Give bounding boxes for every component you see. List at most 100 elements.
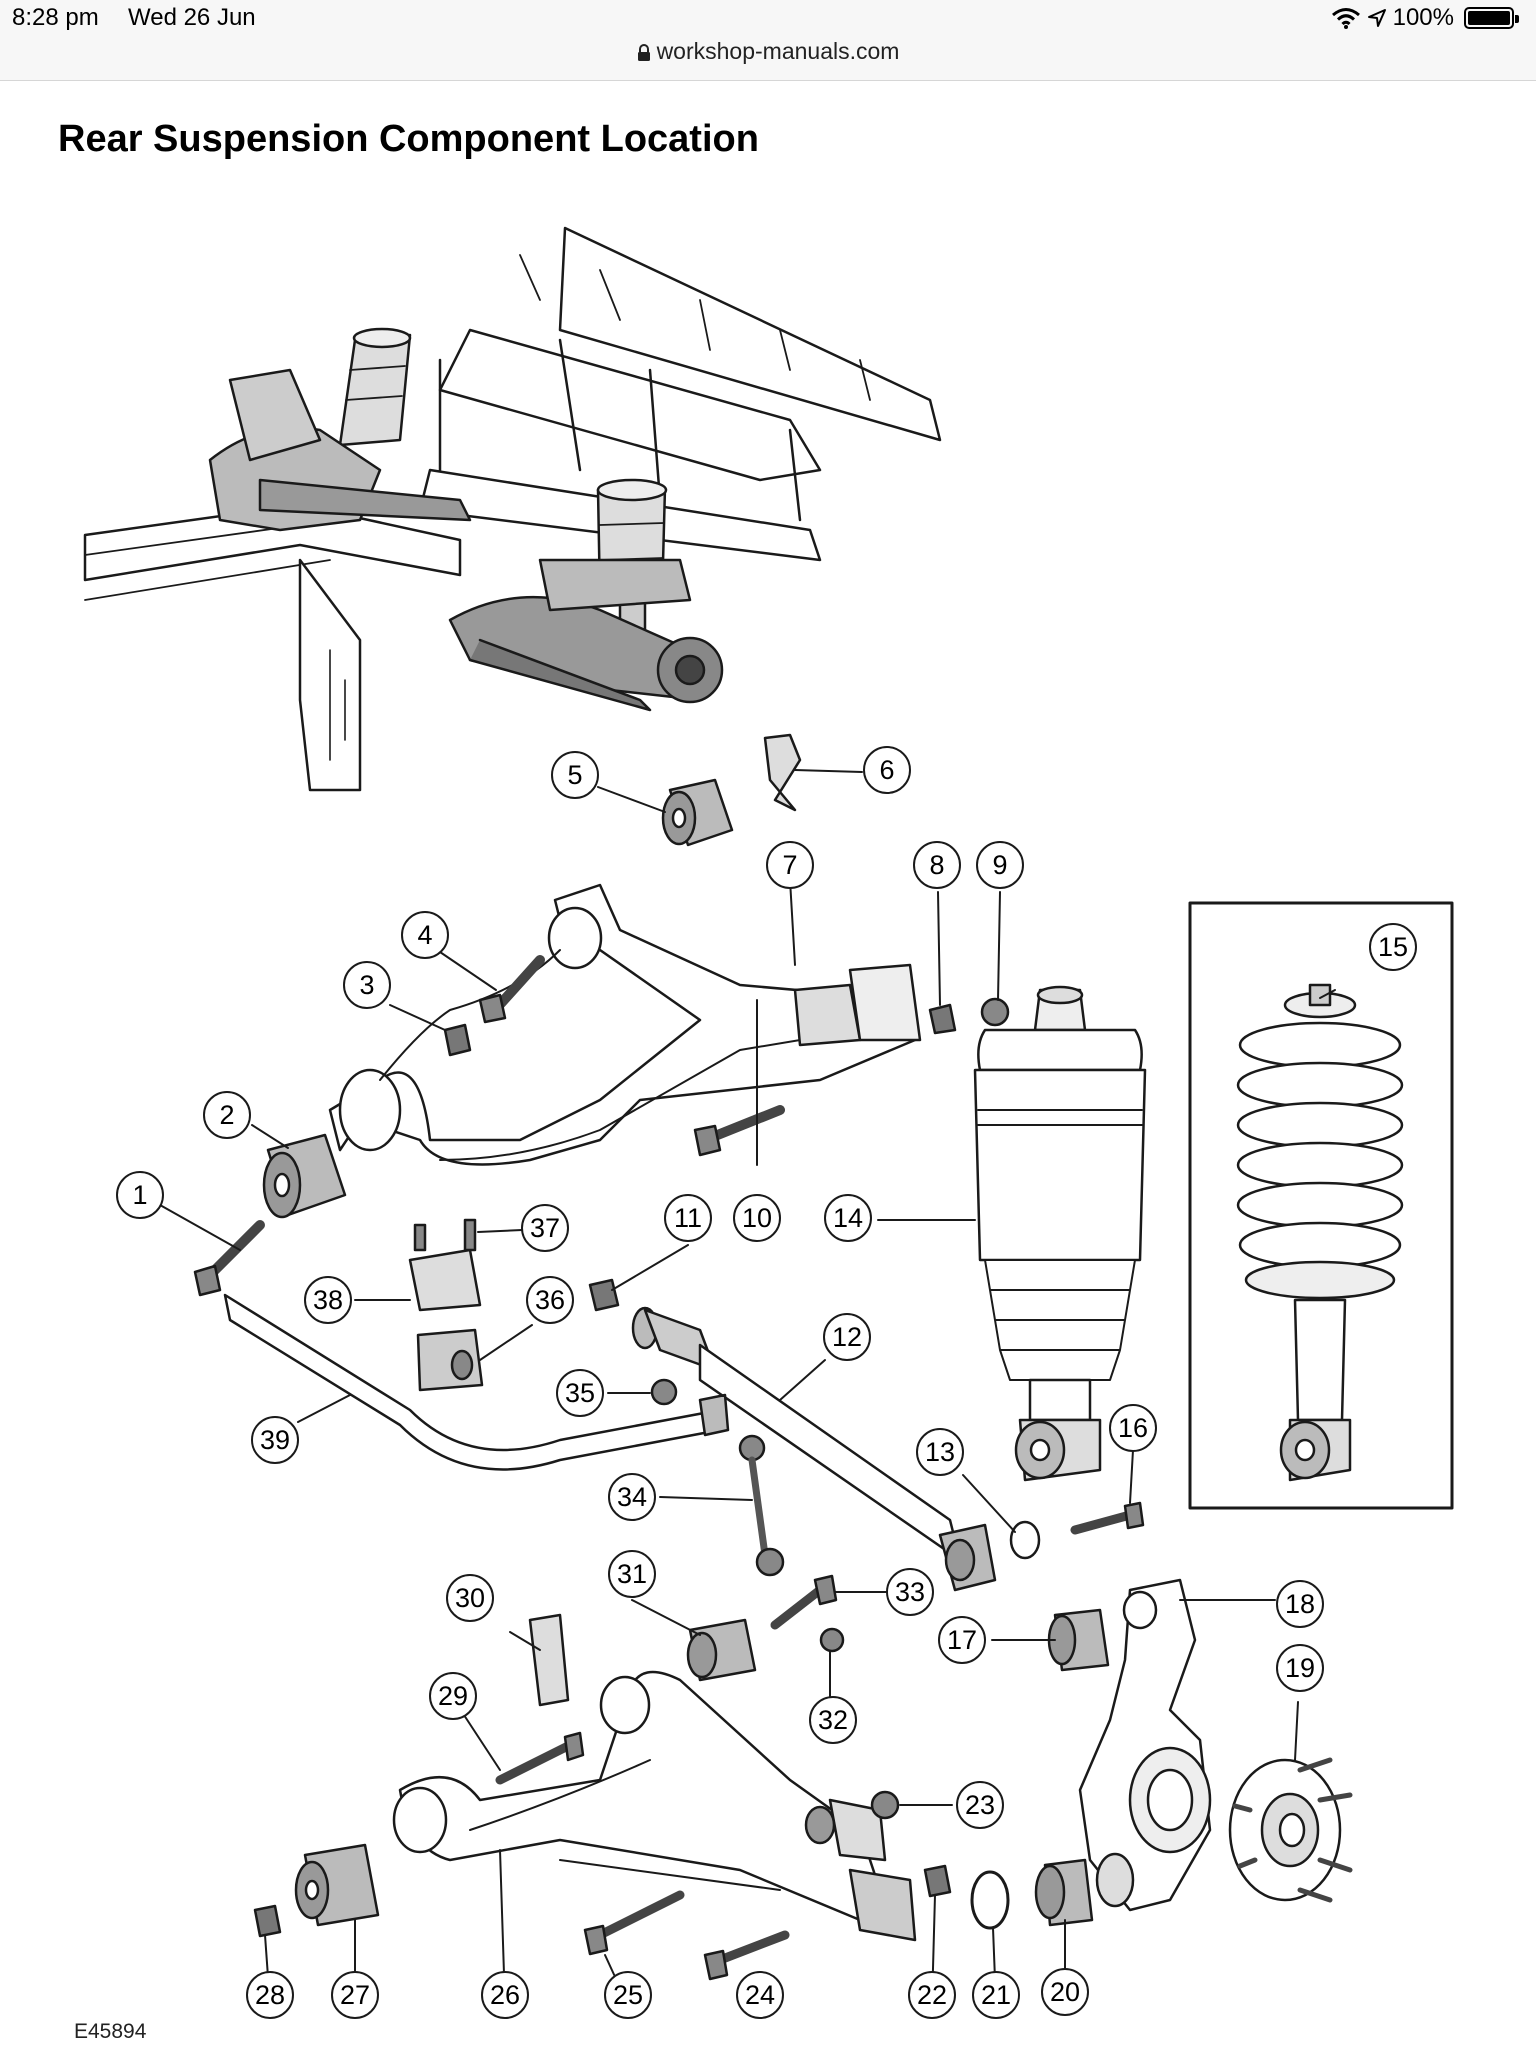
callout-number: 22 [917, 1980, 947, 2010]
callout-number: 25 [613, 1980, 643, 2010]
callout-circle [956, 1781, 1004, 1829]
callout-39: 39 [251, 1416, 299, 1464]
callout-26: 26 [481, 1971, 529, 2019]
callout-number: 28 [255, 1980, 285, 2010]
callout-number: 10 [742, 1203, 772, 1233]
callout-35: 35 [556, 1369, 604, 1417]
callout-circle [916, 1428, 964, 1476]
callout-number: 36 [535, 1285, 565, 1315]
callout-6: 6 [863, 746, 911, 794]
callout-19: 19 [1276, 1644, 1324, 1692]
callout-circle [116, 1171, 164, 1219]
callout-circle [446, 1574, 494, 1622]
callout-2: 2 [203, 1091, 251, 1139]
callout-circle [481, 1971, 529, 2019]
reference-code: E45894 [74, 2020, 147, 2043]
callout-number: 13 [925, 1437, 955, 1467]
callout-circle [401, 911, 449, 959]
callout-number: 33 [895, 1577, 925, 1607]
callout-circle [521, 1204, 569, 1252]
callout-number: 2 [219, 1100, 234, 1130]
callout-9: 9 [976, 841, 1024, 889]
callout-circle [1369, 923, 1417, 971]
callout-circle [863, 746, 911, 794]
callout-number: 7 [782, 850, 797, 880]
callout-number: 9 [992, 850, 1007, 880]
wifi-icon [1331, 8, 1360, 29]
callout-number: 34 [617, 1482, 647, 1512]
status-indicators: 100% [1331, 4, 1519, 32]
callout-number: 1 [132, 1180, 147, 1210]
callout-circle [331, 1971, 379, 2019]
lock-icon [637, 43, 650, 61]
callout-number: 12 [832, 1322, 862, 1352]
callout-18: 18 [1276, 1580, 1324, 1628]
url-bar[interactable]: workshop-manuals.com [0, 38, 1536, 65]
callout-25: 25 [604, 1971, 652, 2019]
callout-number: 38 [313, 1285, 343, 1315]
callout-number: 32 [818, 1705, 848, 1735]
callout-circle [908, 1971, 956, 2019]
callout-circle [824, 1194, 872, 1242]
callout-number: 20 [1050, 1977, 1080, 2007]
callout-circle [809, 1696, 857, 1744]
exploded-components [193, 733, 1454, 1981]
callout-number: 8 [929, 850, 944, 880]
callout-number: 37 [530, 1213, 560, 1243]
callout-number: 27 [340, 1980, 370, 2010]
callout-number: 16 [1118, 1413, 1148, 1443]
callout-number: 26 [490, 1980, 520, 2010]
callout-number: 35 [565, 1378, 595, 1408]
location-arrow-icon [1367, 9, 1386, 27]
url-text: workshop-manuals.com [656, 38, 900, 64]
status-time: 8:28 pm [12, 4, 99, 31]
callout-circle [1276, 1580, 1324, 1628]
callout-circle [556, 1369, 604, 1417]
callout-circle [823, 1313, 871, 1361]
callout-circle [251, 1416, 299, 1464]
callout-23: 23 [956, 1781, 1004, 1829]
callout-number: 19 [1285, 1653, 1315, 1683]
callout-number: 23 [965, 1790, 995, 1820]
callout-circle [1041, 1968, 1089, 2016]
callout-number: 15 [1378, 932, 1408, 962]
callout-20: 20 [1041, 1968, 1089, 2016]
callout-number: 29 [438, 1681, 468, 1711]
callout-24: 24 [736, 1971, 784, 2019]
callout-8: 8 [913, 841, 961, 889]
callout-circle [1276, 1644, 1324, 1692]
callout-circle [886, 1568, 934, 1616]
callout-circle [608, 1473, 656, 1521]
callout-14: 14 [824, 1194, 872, 1242]
callout-15: 15 [1369, 923, 1417, 971]
callout-number: 18 [1285, 1589, 1315, 1619]
callout-circle [304, 1276, 352, 1324]
callout-circle [1109, 1404, 1157, 1452]
callout-11: 11 [664, 1194, 712, 1242]
callout-38: 38 [304, 1276, 352, 1324]
callout-number: 17 [947, 1625, 977, 1655]
callout-number: 39 [260, 1425, 290, 1455]
status-bar: 8:28 pm Wed 26 Jun 100% workshop-manuals… [0, 0, 1536, 81]
callout-1: 1 [116, 1171, 164, 1219]
callout-number: 14 [833, 1203, 863, 1233]
callout-3: 3 [343, 961, 391, 1009]
battery-percent: 100% [1392, 4, 1454, 31]
callout-5: 5 [551, 751, 599, 799]
callout-circle [938, 1616, 986, 1664]
callout-4: 4 [401, 911, 449, 959]
callout-16: 16 [1109, 1404, 1157, 1452]
callout-number: 6 [879, 755, 894, 785]
callout-circle [526, 1276, 574, 1324]
callout-number: 31 [617, 1559, 647, 1589]
callout-12: 12 [823, 1313, 871, 1361]
callout-circle [551, 751, 599, 799]
callout-30: 30 [446, 1574, 494, 1622]
battery-level [1468, 11, 1510, 25]
callout-28: 28 [246, 1971, 294, 2019]
callout-number: 24 [745, 1980, 775, 2010]
callout-circle [976, 841, 1024, 889]
callout-circle [972, 1971, 1020, 2019]
callout-37: 37 [521, 1204, 569, 1252]
